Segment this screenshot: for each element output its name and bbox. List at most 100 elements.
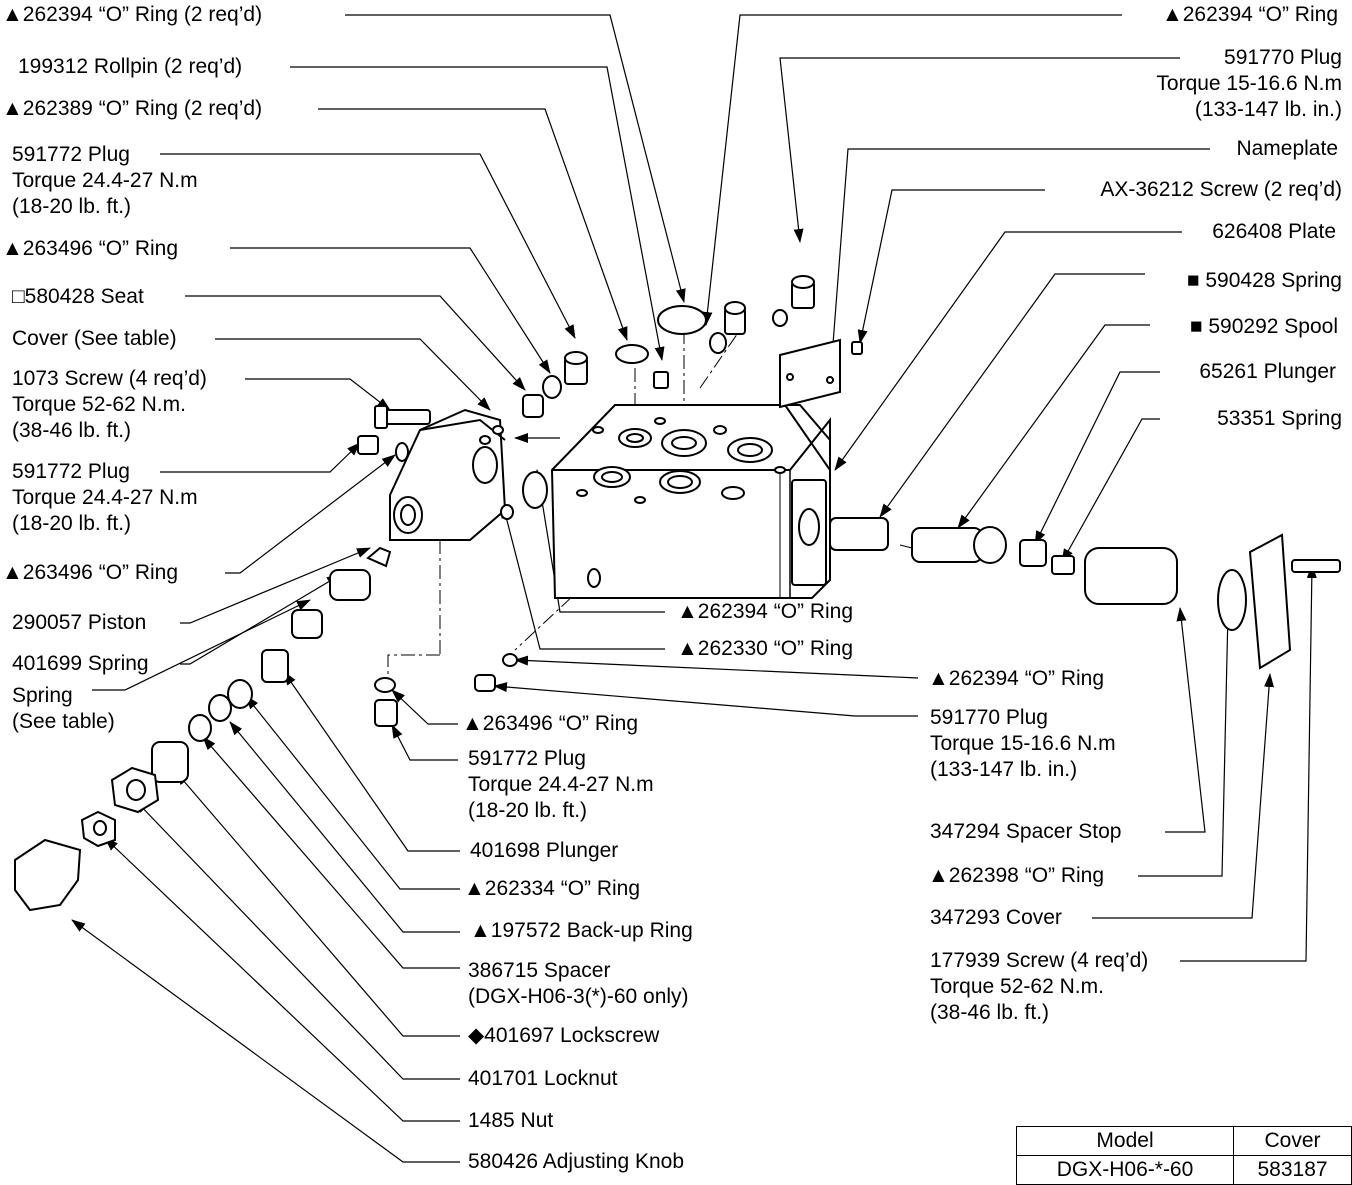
label-263496-o-ring-a: ▲263496 “O” Ring <box>2 237 179 260</box>
label-591772-plug-b-torque: Torque 24.4-27 N.m <box>12 486 198 509</box>
label-262394-o-ring-top-right: ▲262394 “O” Ring <box>1161 3 1338 26</box>
leader-m6 <box>391 724 458 761</box>
leader-l4 <box>160 153 576 339</box>
label-1073-screw: 1073 Screw (4 req’d) <box>12 367 207 390</box>
label-290057-piston: 290057 Piston <box>12 611 147 634</box>
leader-r7 <box>957 324 1150 529</box>
label-591770-plug-a: 591770 Plug <box>1224 46 1342 69</box>
label-1485-nut: 1485 Nut <box>468 1109 554 1132</box>
leader-l7 <box>215 338 491 411</box>
label-386715-spacer-note: (DGX-H06-3(*)-60 only) <box>468 985 689 1008</box>
leader-s3 <box>1092 673 1275 919</box>
label-591772-plug-c-torque-imperial: (18-20 lb. ft.) <box>468 799 588 822</box>
leader-l8 <box>245 378 391 411</box>
label-626408-plate: 626408 Plate <box>1212 220 1336 243</box>
label-591770-plug-b: 591770 Plug <box>930 706 1048 729</box>
leader-s4 <box>1180 564 1317 962</box>
leader-r3 <box>828 148 1210 358</box>
leader-l12 <box>180 574 341 665</box>
label-177939-screw-torque: Torque 52-62 N.m. <box>930 975 1104 998</box>
leader-s1 <box>1165 607 1206 833</box>
leader-s2 <box>1138 611 1233 877</box>
label-591772-plug-c-torque: Torque 24.4-27 N.m <box>468 773 654 796</box>
leader-l5 <box>230 247 551 374</box>
label-591772-plug-b: 591772 Plug <box>12 460 130 483</box>
label-401698-plunger: 401698 Plunger <box>470 839 619 862</box>
label-347294-spacer-stop: 347294 Spacer Stop <box>930 820 1122 843</box>
leader-lines <box>71 14 1317 1163</box>
leader-b6 <box>134 799 460 1080</box>
leader-l10 <box>225 454 396 574</box>
label-401701-locknut: 401701 Locknut <box>468 1067 618 1090</box>
table-row: DGX-H06-*-60 583187 <box>1015 1155 1352 1185</box>
table-header-cover: Cover <box>1233 1126 1352 1156</box>
label-591770-plug-b-torque: Torque 15-16.6 N.m <box>930 732 1116 755</box>
label-590292-spool: ■ 590292 Spool <box>1189 315 1338 338</box>
leader-r5 <box>834 231 1182 471</box>
small-parts <box>14 275 1341 912</box>
leader-b7 <box>104 837 460 1122</box>
leader-b3 <box>229 721 460 933</box>
label-580426-adjusting-knob: 580426 Adjusting Knob <box>468 1150 685 1173</box>
label-580428-seat: □580428 Seat <box>12 285 144 308</box>
label-262330-o-ring: ▲262330 “O” Ring <box>677 637 854 660</box>
label-262398-o-ring: ▲262398 “O” Ring <box>928 864 1105 887</box>
leader-r9 <box>1061 418 1160 563</box>
table-header-model: Model <box>1015 1126 1235 1156</box>
valve-body <box>550 404 831 599</box>
label-177939-screw: 177939 Screw (4 req’d) <box>930 949 1149 972</box>
leader-b4 <box>202 736 460 969</box>
label-199312-rollpin: 199312 Rollpin (2 req’d) <box>18 55 243 78</box>
label-591770-plug-a-torque: Torque 15-16.6 N.m <box>1156 72 1342 95</box>
label-591770-plug-a-torque-imperial: (133-147 lb. in.) <box>1194 98 1342 121</box>
label-cover-see-table: Cover (See table) <box>12 327 177 350</box>
leader-r4 <box>857 189 1045 344</box>
leader-m5 <box>391 689 458 725</box>
label-1073-screw-torque-imperial: (38-46 lb. ft.) <box>12 419 132 442</box>
leader-b1 <box>283 671 460 852</box>
label-262394-o-ring-2: ▲262394 “O” Ring (2 req’d) <box>2 3 263 26</box>
leader-m4 <box>493 682 918 717</box>
label-65261-plunger: 65261 Plunger <box>1199 360 1336 383</box>
leader-m3 <box>514 655 919 679</box>
leader-l2 <box>290 66 665 361</box>
label-262394-o-ring-mid-a: ▲262394 “O” Ring <box>677 600 854 623</box>
label-591770-plug-b-torque-imperial: (133-147 lb. in.) <box>930 758 1078 781</box>
label-262334-o-ring: ▲262334 “O” Ring <box>464 877 641 900</box>
leader-l13 <box>92 599 311 691</box>
label-591772-plug-a-torque-imperial: (18-20 lb. ft.) <box>12 195 132 218</box>
label-53351-spring: 53351 Spring <box>1217 407 1342 430</box>
label-262389-o-ring: ▲262389 “O” Ring (2 req’d) <box>2 97 263 120</box>
leader-b8 <box>71 919 460 1163</box>
leader-r2 <box>779 57 1180 243</box>
label-401699-spring: 401699 Spring <box>12 652 149 675</box>
table-cell-cover: 583187 <box>1233 1155 1352 1185</box>
label-263496-o-ring-c: ▲263496 “O” Ring <box>462 712 639 735</box>
leader-r8 <box>1034 371 1160 545</box>
label-591772-plug-b-torque-imperial: (18-20 lb. ft.) <box>12 512 132 535</box>
leader-r6 <box>879 273 1145 518</box>
label-263496-o-ring-b: ▲263496 “O” Ring <box>2 561 179 584</box>
label-401697-lockscrew: ◆401697 Lockscrew <box>468 1024 660 1047</box>
label-347293-cover: 347293 Cover <box>930 906 1062 929</box>
label-ax-36212-screw: AX-36212 Screw (2 req’d) <box>1100 178 1342 201</box>
label-386715-spacer: 386715 Spacer <box>468 959 611 982</box>
leader-r1 <box>702 14 1122 326</box>
cover-block <box>389 408 507 541</box>
leader-b5 <box>175 771 460 1037</box>
label-177939-screw-torque-imperial: (38-46 lb. ft.) <box>930 1001 1050 1024</box>
table-header-row: Model Cover <box>1015 1126 1352 1156</box>
leader-l6 <box>185 295 526 391</box>
label-591772-plug-a-torque: Torque 24.4-27 N.m <box>12 169 198 192</box>
leader-l3 <box>318 108 628 341</box>
label-197572-back-up-ring: ▲197572 Back-up Ring <box>470 919 693 942</box>
table-cell-model: DGX-H06-*-60 <box>1015 1155 1235 1185</box>
label-590428-spring: ■ 590428 Spring <box>1186 269 1342 292</box>
label-spring-see-table: (See table) <box>12 710 115 733</box>
center-lines <box>387 329 913 676</box>
label-nameplate: Nameplate <box>1236 137 1338 160</box>
label-591772-plug-a: 591772 Plug <box>12 143 130 166</box>
label-spring: Spring <box>12 684 73 707</box>
model-cover-table: Model Cover DGX-H06-*-60 583187 <box>1015 1126 1352 1185</box>
